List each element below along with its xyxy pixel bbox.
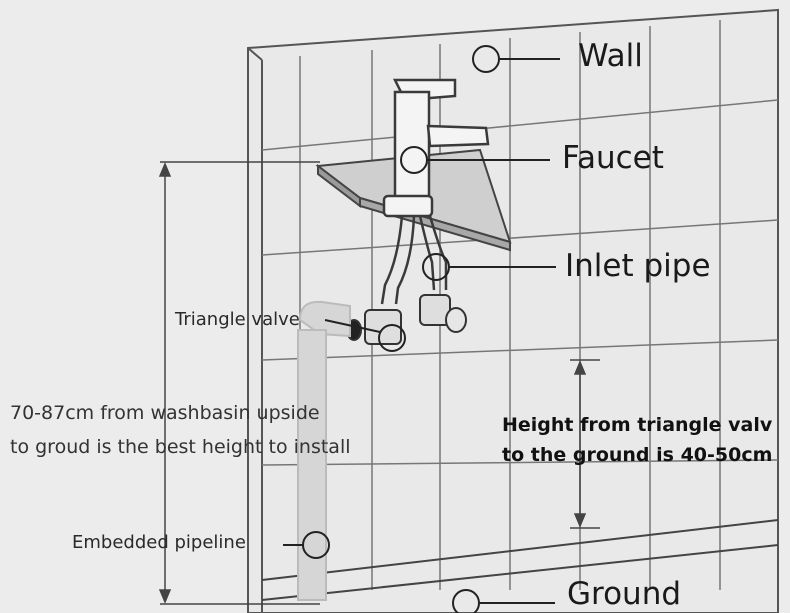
valve-height-line1: Height from triangle valv bbox=[502, 414, 773, 436]
faucet-label: Faucet bbox=[562, 140, 664, 176]
washbasin-height-dimension bbox=[158, 161, 320, 605]
triangle-valve-callout-circle bbox=[378, 324, 406, 352]
washbasin-note-line1: 70-87cm from washbasin upside bbox=[10, 402, 320, 424]
embedded-pipeline-label: Embedded pipeline bbox=[72, 532, 246, 553]
callout-leaders bbox=[283, 45, 560, 613]
triangle-valve-label: Triangle valve bbox=[175, 309, 300, 330]
embedded-pipeline-illustration bbox=[297, 300, 351, 601]
triangle-valve-illustration bbox=[346, 294, 467, 345]
ground-label: Ground bbox=[567, 576, 682, 612]
valve-height-dimension bbox=[570, 359, 600, 529]
valve-height-line2: to the ground is 40-50cm bbox=[502, 444, 773, 466]
wall-label: Wall bbox=[578, 38, 643, 74]
washbasin-note-line2: to groud is the best height to install bbox=[10, 436, 351, 458]
inlet-pipe-illustration bbox=[380, 215, 448, 305]
valve-height-note: Height from triangle valv to the ground … bbox=[500, 408, 790, 480]
faucet-illustration bbox=[382, 78, 490, 218]
inlet-pipe-label: Inlet pipe bbox=[565, 248, 711, 284]
